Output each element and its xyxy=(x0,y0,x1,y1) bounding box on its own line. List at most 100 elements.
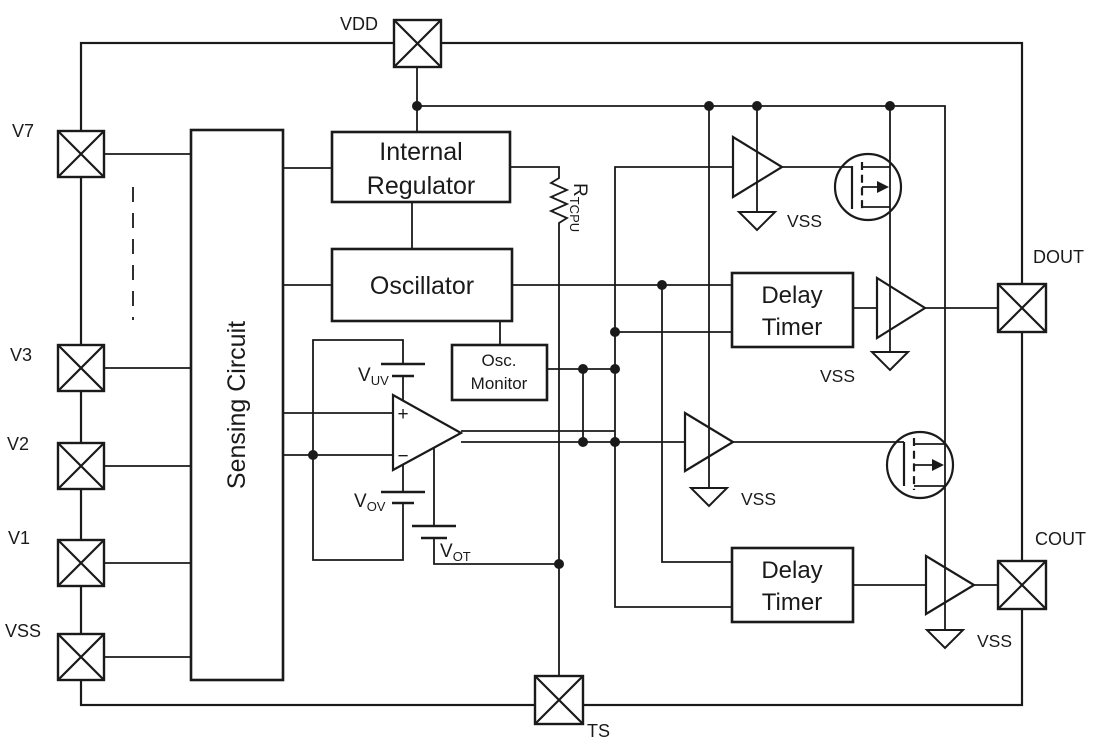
pad-v1: V1 xyxy=(8,528,106,588)
wire-vot-branch xyxy=(433,448,559,565)
pad-vdd: VDD xyxy=(340,14,443,69)
pad-x-icon xyxy=(393,19,442,68)
junction-dot xyxy=(704,101,714,111)
ground-icon xyxy=(688,487,730,508)
comparator-minus-label: − xyxy=(397,446,408,467)
pad-label-v2: V2 xyxy=(7,434,29,454)
vov-battery-icon xyxy=(381,490,425,505)
junction-dot xyxy=(752,101,762,111)
pad-x-icon xyxy=(57,539,105,587)
pad-v2: V2 xyxy=(7,434,106,491)
pad-x-icon xyxy=(534,675,584,725)
sensing-circuit-block xyxy=(189,128,285,682)
vov-label: VOV xyxy=(354,491,386,514)
wire-detect-bus xyxy=(614,166,733,608)
mosfet-arrow xyxy=(877,181,889,193)
pads: VDD V7 V3 V2 V1 VSS xyxy=(5,14,1086,741)
junction-dot xyxy=(885,101,895,111)
pad-x-icon xyxy=(57,442,105,490)
wires xyxy=(104,66,998,676)
vuv-battery-icon xyxy=(381,362,425,378)
junction-dots xyxy=(308,101,895,569)
delay-timer-cout-block xyxy=(730,546,855,624)
vuv-label: VUV xyxy=(358,365,389,388)
pad-x-icon xyxy=(997,560,1047,610)
pad-x-icon xyxy=(57,344,105,392)
predriver-cout-buffer-icon xyxy=(683,411,736,473)
delay-timer-dout-label-line1: Delay xyxy=(761,282,822,309)
oscillator-label: Oscillator xyxy=(370,272,474,300)
rtcpu-resistor-label: RTCPU xyxy=(567,183,590,232)
buffers xyxy=(683,135,977,616)
delay-timer-dout-block xyxy=(730,271,855,349)
junction-dot xyxy=(610,327,620,337)
mosfet-circle xyxy=(833,152,903,222)
osc-monitor-block xyxy=(450,343,549,402)
comparator-symbol: + − xyxy=(391,393,464,472)
osc-monitor-label-line2: Monitor xyxy=(471,374,528,393)
pad-label-v1: V1 xyxy=(8,528,30,548)
pad-v3: V3 xyxy=(10,343,106,393)
pad-label-v3: V3 xyxy=(10,345,32,365)
dout-driver-buffer-icon xyxy=(875,276,928,340)
vss-label-predriver-dout: VSS xyxy=(787,211,822,231)
dout-mosfet-icon xyxy=(833,152,903,222)
wire-rtcpu-resistor-to-ts xyxy=(510,166,570,676)
junction-dot xyxy=(610,437,620,447)
pad-label-cout: COUT xyxy=(1035,529,1086,549)
ground-icon xyxy=(869,351,911,372)
mosfet-circle xyxy=(885,430,955,500)
junction-dot xyxy=(657,280,667,290)
delay-timer-cout-label-line1: Delay xyxy=(761,557,822,584)
junction-dot xyxy=(554,559,564,569)
wire-vdd-rail-and-cout-fet xyxy=(417,105,946,630)
comparator-plus-label: + xyxy=(397,404,408,425)
vss-label-driver-dout: VSS xyxy=(820,366,855,386)
pad-ts: TS xyxy=(533,674,610,741)
blocks: Sensing Circuit Internal Regulator Oscil… xyxy=(189,128,855,682)
cout-mosfet-icon xyxy=(885,430,955,500)
junction-dot xyxy=(578,437,588,447)
osc-monitor-label-line1: Osc. xyxy=(482,351,517,370)
ground-icon xyxy=(736,211,778,232)
cout-driver-buffer-icon xyxy=(924,554,977,616)
mosfet-leads xyxy=(862,166,890,208)
junction-dot xyxy=(412,101,422,111)
pad-vss: VSS xyxy=(5,621,106,682)
pad-label-v7: V7 xyxy=(12,121,34,141)
junction-dot xyxy=(578,364,588,374)
predriver-dout-buffer-icon xyxy=(731,135,785,199)
pad-label-vss: VSS xyxy=(5,621,41,641)
comparator-triangle-icon xyxy=(391,393,464,472)
vss-label-predriver-cout: VSS xyxy=(741,489,776,509)
junction-dot xyxy=(610,364,620,374)
wire-vov-branch xyxy=(312,455,404,561)
reference-batteries: VUV VOV VOT xyxy=(354,362,471,564)
delay-timer-dout-label-line2: Timer xyxy=(762,314,822,341)
vot-battery-icon xyxy=(412,524,456,540)
pad-label-dout: DOUT xyxy=(1033,247,1084,267)
pad-cout: COUT xyxy=(996,529,1086,611)
sensing-circuit-label: Sensing Circuit xyxy=(223,321,251,489)
internal-regulator-block xyxy=(330,130,512,204)
pad-v7: V7 xyxy=(12,121,106,179)
oscillator-block xyxy=(330,247,514,323)
internal-regulator-label-line2: Regulator xyxy=(367,172,475,200)
ground-symbols: VSS VSS VSS VSS xyxy=(688,211,1012,651)
pad-x-icon xyxy=(57,130,105,178)
internal-regulator-label-line1: Internal xyxy=(379,138,462,166)
delay-timer-cout-label-line2: Timer xyxy=(762,589,822,616)
wire-pads-to-sensing xyxy=(104,153,191,658)
pad-label-vdd: VDD xyxy=(340,14,378,34)
pad-x-icon xyxy=(997,283,1047,333)
wire-vuv-branch xyxy=(312,339,404,455)
mosfet-leads xyxy=(914,443,945,487)
pad-label-ts: TS xyxy=(587,721,610,741)
pad-dout: DOUT xyxy=(996,247,1084,334)
vot-label: VOT xyxy=(440,541,471,564)
wire-clock-branch-delay2 xyxy=(661,285,732,563)
junction-dot xyxy=(308,450,318,460)
vss-label-driver-cout: VSS xyxy=(977,631,1012,651)
